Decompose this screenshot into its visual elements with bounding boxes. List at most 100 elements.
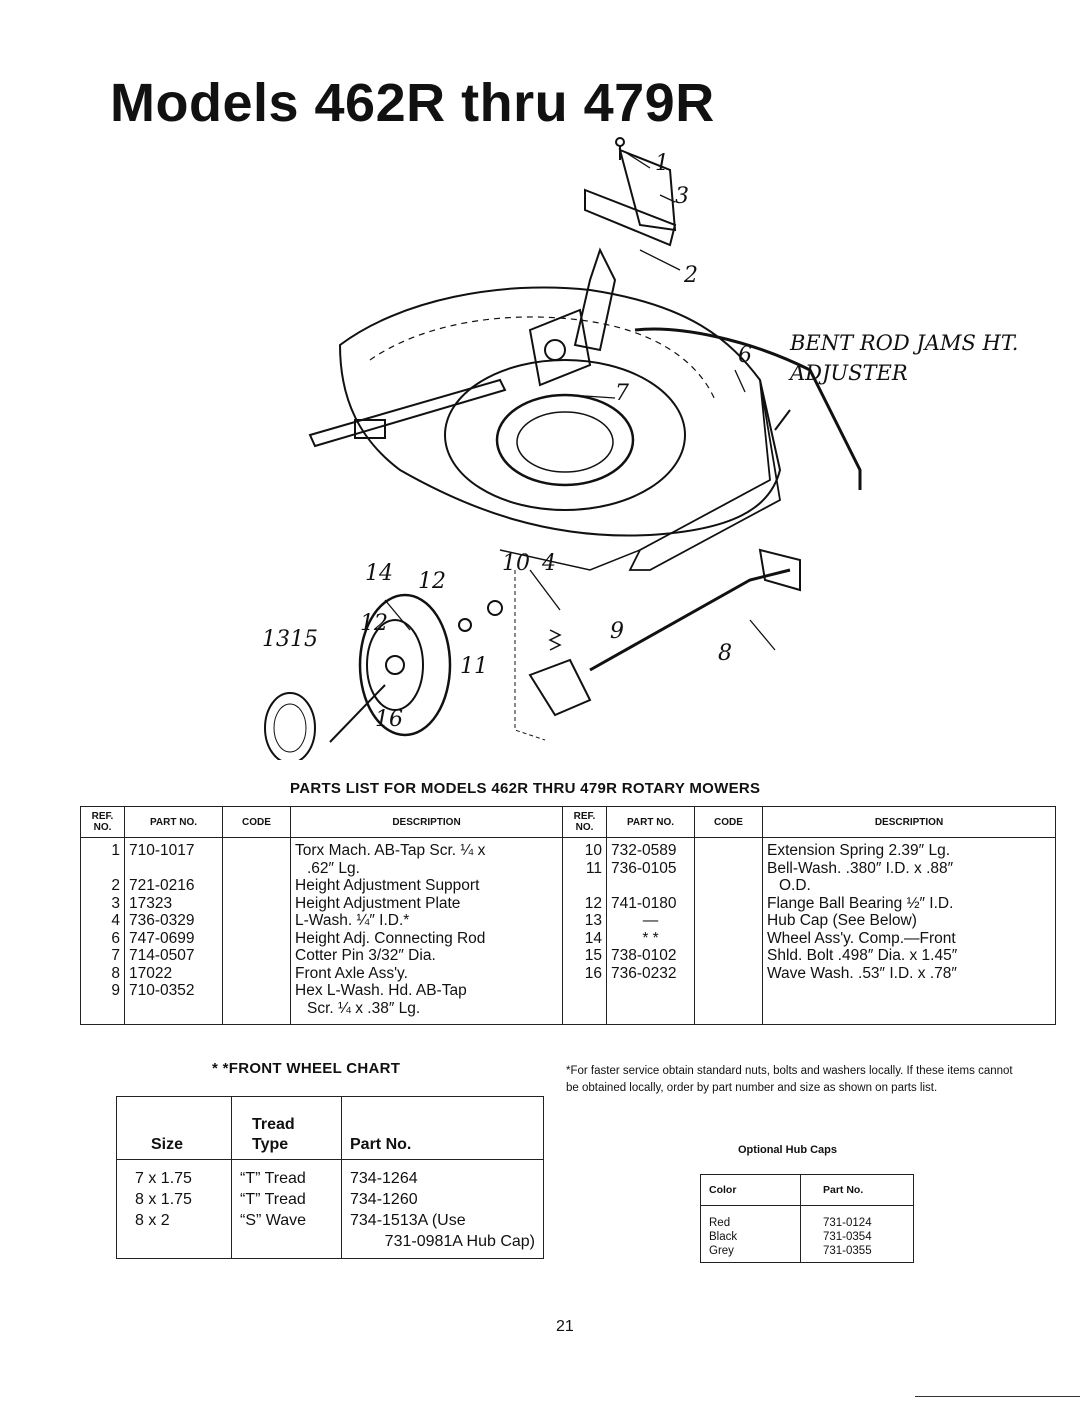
hub-caps-table: Color Part No. Red 731-0124 Black 731-03… [700, 1174, 914, 1263]
description: Height Adjustment Support [290, 877, 563, 895]
table-row: 2 721-0216 Height Adjustment Support O.D… [80, 877, 1056, 895]
col-tread-type: Tread Type [231, 1096, 342, 1160]
col-part-2: PART NO. [606, 806, 695, 838]
tread-type: “S” Wave [231, 1210, 342, 1231]
col-code: CODE [222, 806, 291, 838]
col-part: PART NO. [124, 806, 223, 838]
part-no: 734-1513A (Use [341, 1210, 544, 1231]
parts-list-title: PARTS LIST FOR MODELS 462R THRU 479R ROT… [290, 780, 761, 797]
description [762, 982, 1056, 1000]
table-row: 731-0981A Hub Cap) [116, 1231, 544, 1259]
tread-type: “T” Tread [231, 1189, 342, 1210]
part-no: — [606, 912, 695, 930]
color: Grey [700, 1244, 801, 1263]
table-row: 4 736-0329 L-Wash. ¼″ I.D.* 13 — Hub Cap… [80, 912, 1056, 930]
description: Hub Cap (See Below) [762, 912, 1056, 930]
handwritten-note: BENT ROD JAMS HT. ADJUSTER [760, 328, 1060, 408]
page-title: Models 462R thru 479R [110, 73, 715, 133]
ref-no: 12 [562, 894, 607, 912]
tread-type: “T” Tread [231, 1159, 342, 1189]
callout-16: 16 [375, 707, 403, 732]
code [222, 999, 291, 1025]
part-no [124, 999, 223, 1025]
wheel-size [116, 1231, 232, 1259]
color: Red [700, 1205, 801, 1230]
part-no: 731-0124 [800, 1205, 914, 1230]
code [694, 964, 763, 982]
col-description-2: DESCRIPTION [762, 806, 1056, 838]
callout-12a: 12 [418, 569, 446, 594]
part-no: 710-0352 [124, 982, 223, 1000]
callout-13: 13 [262, 627, 290, 652]
description: Hex L-Wash. Hd. AB-Tap [290, 982, 563, 1000]
part-no [606, 999, 695, 1025]
description: L-Wash. ¼″ I.D.* [290, 912, 563, 930]
wheel-size: 8 x 2 [116, 1210, 232, 1231]
code [694, 894, 763, 912]
description: Shld. Bolt .498″ Dia. x 1.45″ [762, 947, 1056, 965]
description: Torx Mach. AB-Tap Scr. ¼ x [290, 837, 563, 860]
callout-7: 7 [615, 381, 629, 406]
ref-no: 11 [562, 859, 607, 877]
code [222, 929, 291, 947]
part-no: 714-0507 [124, 947, 223, 965]
callout-leaders [384, 151, 791, 651]
col-description: DESCRIPTION [290, 806, 563, 838]
ref-no: 4 [80, 912, 125, 930]
callout-14: 14 [365, 561, 393, 586]
code [694, 947, 763, 965]
ref-no [80, 999, 125, 1025]
code [222, 912, 291, 930]
ref-no: 13 [562, 912, 607, 930]
code [222, 859, 291, 877]
description: Extension Spring 2.39″ Lg. [762, 837, 1056, 860]
description: Cotter Pin 3/32″ Dia. [290, 947, 563, 965]
part-no: 747-0699 [124, 929, 223, 947]
handwritten-note-text: BENT ROD JAMS HT. ADJUSTER [790, 331, 1019, 385]
front-wheel-chart-title: * *FRONT WHEEL CHART [212, 1060, 401, 1077]
ref-no: 3 [80, 894, 125, 912]
part-no: 731-0355 [800, 1244, 914, 1263]
table-row: Scr. ¼ x .38″ Lg. [80, 999, 1056, 1025]
exploded-parts-diagram: 1 3 2 6 7 14 12 10 4 12 13 15 9 11 8 16 [262, 137, 862, 760]
table-row: 7 714-0507 Cotter Pin 3/32″ Dia. 15 738-… [80, 947, 1056, 965]
col-ref: REF. NO. [80, 806, 125, 838]
description [762, 999, 1056, 1025]
code [694, 929, 763, 947]
ref-no: 9 [80, 982, 125, 1000]
part-no: 741-0180 [606, 894, 695, 912]
table-row: 3 17323 Height Adjustment Plate 12 741-0… [80, 894, 1056, 912]
callout-numbers: 1 3 2 6 7 14 12 10 4 12 13 15 9 11 8 16 [262, 151, 752, 732]
col-part-no: Part No. [800, 1174, 914, 1206]
part-no [124, 859, 223, 877]
col-color: Color [700, 1174, 801, 1206]
table-header-row: Size Tread Type Part No. [116, 1096, 544, 1160]
part-no: 736-0329 [124, 912, 223, 930]
ref-no [562, 999, 607, 1025]
part-no: 734-1260 [341, 1189, 544, 1210]
col-code-2: CODE [694, 806, 763, 838]
callout-1: 1 [655, 151, 669, 176]
callout-2: 2 [683, 263, 698, 288]
table-row: 1 710-1017 Torx Mach. AB-Tap Scr. ¼ x 10… [80, 837, 1056, 860]
code [222, 947, 291, 965]
part-no: 732-0589 [606, 837, 695, 860]
wheel-size: 8 x 1.75 [116, 1189, 232, 1210]
callout-10: 10 [502, 551, 530, 576]
table-header-row: Color Part No. [700, 1174, 914, 1206]
part-no: 731-0981A Hub Cap) [341, 1231, 544, 1259]
table-row: 7 x 1.75 “T” Tread 734-1264 [116, 1159, 544, 1189]
part-no: 736-0105 [606, 859, 695, 877]
code [222, 964, 291, 982]
front-wheel-chart-table: Size Tread Type Part No. 7 x 1.75 “T” Tr… [116, 1096, 544, 1259]
ref-no [80, 859, 125, 877]
col-ref-2: REF. NO. [562, 806, 607, 838]
divider [915, 1396, 1080, 1397]
part-no: 721-0216 [124, 877, 223, 895]
callout-12b: 12 [360, 611, 388, 636]
hub-caps-title: Optional Hub Caps [738, 1144, 837, 1156]
callout-3: 3 [675, 184, 689, 209]
ref-no: 7 [80, 947, 125, 965]
description: Wheel Ass'y. Comp.—Front [762, 929, 1056, 947]
ref-no: 16 [562, 964, 607, 982]
